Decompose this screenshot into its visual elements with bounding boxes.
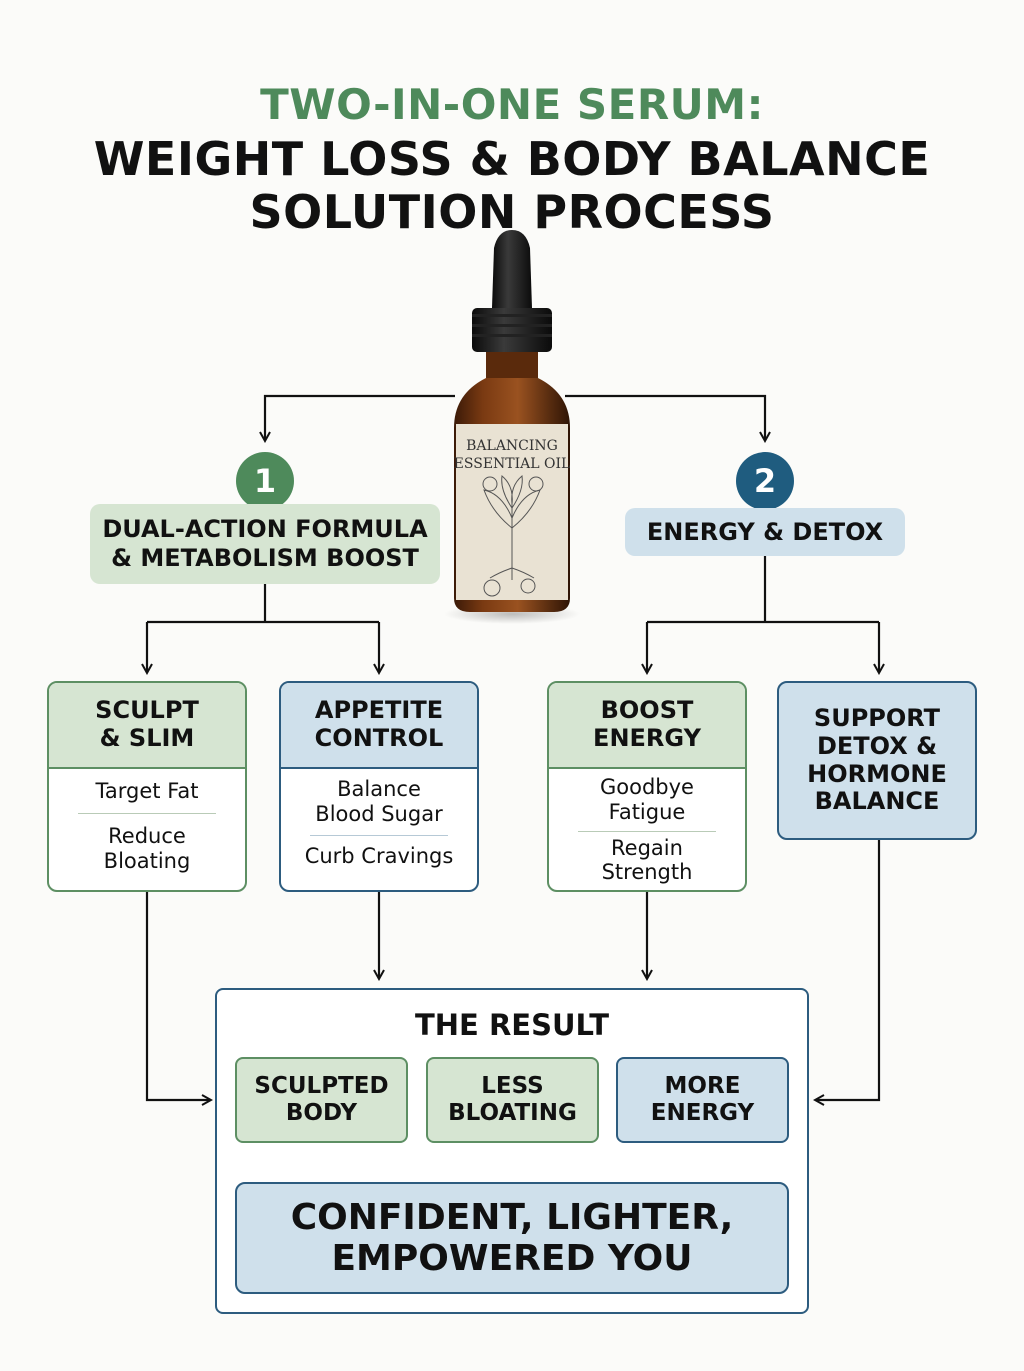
card-support-line-2: DETOX & (816, 731, 937, 760)
card-sculpt-slim: SCULPT & SLIM Target Fat Reduce Bloating (47, 681, 247, 892)
card-support-line-1: SUPPORT (813, 703, 941, 732)
card-appetite-title-line-1: APPETITE (314, 696, 444, 725)
bottle-emblem-icons (483, 578, 536, 597)
result-title: THE RESULT (415, 1008, 609, 1042)
arrow-support-to-result (816, 840, 881, 1100)
card-appetite-divider (310, 834, 448, 836)
branch-1-title-line-1: DUAL-ACTION FORMULA (102, 515, 428, 544)
card-energy-item-2-line-2: Strength (601, 860, 693, 885)
card-boost-energy: BOOST ENERGY Goodbye Fatigue Regain Stre… (547, 681, 747, 892)
result-chip-less-bloating: LESS BLOATING (426, 1057, 599, 1143)
card-sculpt-item-1: Target Fat (95, 779, 199, 803)
arrow-bottle-to-branch-2 (565, 394, 765, 440)
title-line-3: SOLUTION PROCESS (249, 185, 775, 239)
arrow-bottle-to-branch-1 (265, 394, 455, 440)
title-line-1: TWO-IN-ONE SERUM: (260, 80, 764, 129)
result-chip-3-line-2: ENERGY (650, 1100, 755, 1126)
card-appetite-control: APPETITE CONTROL Balance Blood Sugar Cur… (279, 681, 479, 892)
card-sculpt-item-2-line-2: Bloating (103, 848, 191, 873)
result-chip-3-line-1: MORE (664, 1072, 741, 1099)
card-energy-divider (578, 830, 716, 832)
final-outcome-line-1: CONFIDENT, LIGHTER, (290, 1196, 734, 1238)
result-chip-more-energy: MORE ENERGY (616, 1057, 789, 1143)
card-appetite-header: APPETITE CONTROL (281, 683, 477, 769)
card-energy-item-1-line-2: Fatigue (608, 799, 686, 824)
branch-2-title: ENERGY & DETOX (625, 508, 905, 556)
final-outcome: CONFIDENT, LIGHTER, EMPOWERED YOU (235, 1182, 789, 1294)
result-chip-sculpted-body: SCULPTED BODY (235, 1057, 408, 1143)
card-sculpt-title-line-1: SCULPT (95, 696, 199, 725)
card-support-detox: SUPPORT DETOX & HORMONE BALANCE (777, 681, 977, 840)
card-energy-item-1-line-1: Goodbye (600, 775, 694, 799)
final-outcome-line-2: EMPOWERED YOU (331, 1238, 693, 1279)
card-appetite-item-1: Balance Blood Sugar (297, 777, 461, 827)
card-energy-item-2: Regain Strength (565, 836, 729, 886)
card-support-line-3: HORMONE (807, 759, 947, 788)
step-number-1: 1 (236, 452, 294, 510)
card-sculpt-divider (78, 812, 216, 814)
card-energy-item-1: Goodbye Fatigue (565, 775, 729, 825)
botanical-illustration-icon (482, 475, 544, 580)
card-energy-header: BOOST ENERGY (549, 683, 745, 769)
title-line-2: WEIGHT LOSS & BODY BALANCE (93, 132, 931, 186)
bottle-label-line-1: BALANCING (466, 438, 558, 454)
card-energy-title-line-2: ENERGY (593, 724, 701, 752)
result-chip-2-line-1: LESS (481, 1072, 544, 1099)
card-support-line-4: BALANCE (814, 787, 940, 816)
card-energy-item-2-line-1: Regain (611, 835, 683, 860)
branch-1-title-line-2: & METABOLISM BOOST (111, 544, 419, 572)
card-appetite-item-2: Curb Cravings (304, 843, 454, 868)
branch-1-title: DUAL-ACTION FORMULA & METABOLISM BOOST (90, 504, 440, 584)
card-sculpt-slim-header: SCULPT & SLIM (49, 683, 245, 769)
card-appetite-item-1-line-2: Blood Sugar (315, 801, 443, 826)
card-appetite-title-line-2: CONTROL (314, 724, 444, 752)
card-sculpt-title-line-2: & SLIM (99, 724, 195, 752)
card-appetite-item-1-line-1: Balance (337, 777, 421, 801)
result-chip-1-line-2: BODY (285, 1100, 358, 1126)
result-chip-2-line-2: BLOATING (448, 1100, 577, 1126)
result-chip-1-line-1: SCULPTED (254, 1072, 389, 1099)
bottle-label-line-2: ESSENTIAL OIL (454, 456, 571, 472)
arrow-sculpt-to-result (145, 892, 210, 1100)
serum-bottle-image: BALANCING ESSENTIAL OIL (444, 230, 580, 624)
step-number-2: 2 (736, 452, 794, 510)
card-energy-title-line-1: BOOST (600, 696, 694, 725)
card-sculpt-item-2: Reduce Bloating (65, 824, 229, 874)
card-sculpt-item-2-line-1: Reduce (108, 823, 186, 848)
